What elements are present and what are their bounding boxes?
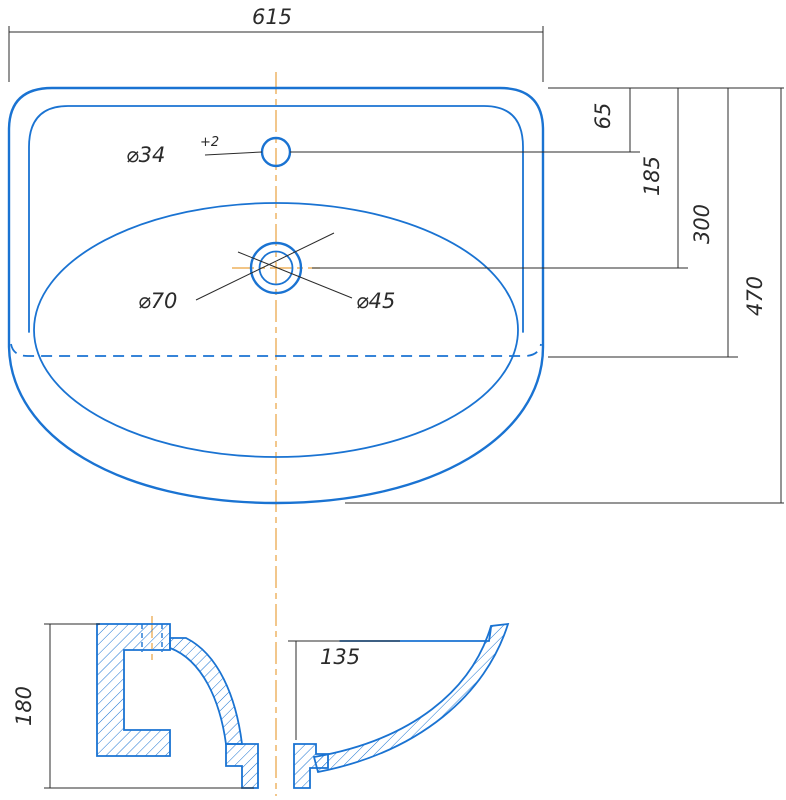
- drain-outer-circle: [249, 241, 303, 295]
- section-dim-lines: [44, 623, 400, 789]
- section-rim-ledge: [339, 626, 492, 642]
- section-hidden-hole-lines: [141, 624, 163, 652]
- section-view: [96, 622, 510, 789]
- dim-basin-depth-label: 135: [320, 645, 360, 669]
- dimension-labels: 615 ⌀34 +2 ⌀70 ⌀45 65 185 300 470 180 13…: [12, 5, 767, 726]
- section-basin-wall: [169, 637, 244, 745]
- drain-outer-label: ⌀70: [138, 289, 177, 313]
- dim-drain-offset-label: 185: [640, 156, 664, 196]
- faucet-hole-label: ⌀34: [126, 143, 165, 167]
- drain-inner-label: ⌀45: [356, 289, 395, 313]
- sink-inner-rim: [28, 105, 524, 333]
- faucet-hole-tolerance: +2: [200, 135, 219, 150]
- dim-overall-depth-label: 470: [743, 276, 767, 316]
- top-view: [7, 86, 545, 505]
- basin-ellipse: [33, 202, 519, 458]
- dim-615-lines: [8, 26, 544, 82]
- dim-faucet-offset-label: 65: [591, 103, 615, 130]
- leader-lines: [195, 151, 353, 301]
- right-dim-lines: [629, 88, 782, 503]
- right-extension-lines: [290, 87, 784, 504]
- drain-inner-circle: [258, 250, 294, 286]
- section-drain-left: [225, 743, 259, 789]
- section-left-wall: [96, 623, 171, 757]
- dimension-lines: [8, 26, 784, 789]
- dim-width-label: 615: [252, 5, 292, 29]
- center-lines: [151, 72, 320, 796]
- sink-outer-outline: [7, 86, 545, 505]
- hidden-back-edge: [10, 343, 542, 357]
- dim-section-height-label: 180: [12, 686, 36, 726]
- dim-back-depth-label: 300: [690, 204, 714, 244]
